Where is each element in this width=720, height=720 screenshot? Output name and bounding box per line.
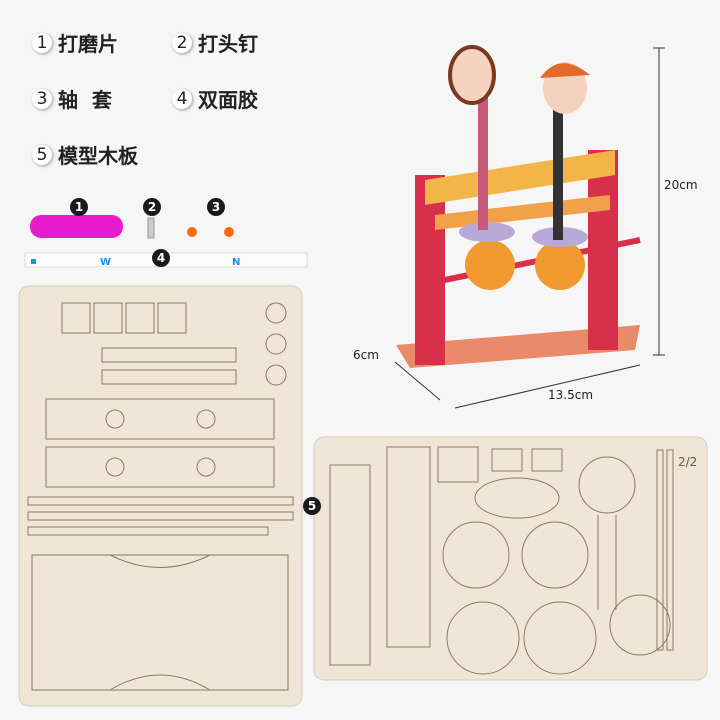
part-number: 4 xyxy=(172,88,192,109)
badge-nail: 2 xyxy=(143,198,161,216)
svg-text:▪: ▪ xyxy=(30,256,37,267)
part-label-sleeve: 3 轴 套 xyxy=(32,84,112,113)
part-name: 轴 套 xyxy=(58,88,112,112)
part-name: 双面胶 xyxy=(198,88,258,112)
sleeve xyxy=(187,227,197,237)
part-number: 5 xyxy=(32,144,52,165)
part-label-wood-board: 5 模型木板 xyxy=(32,140,138,169)
badge-wood-board: 5 xyxy=(303,497,321,515)
part-name: 打头钉 xyxy=(198,32,258,56)
part-number: 3 xyxy=(32,88,52,109)
dimension-lines xyxy=(394,47,665,409)
part-number: 2 xyxy=(172,32,192,53)
part-label-sandpaper: 1 打磨片 xyxy=(32,28,118,57)
part-name: 模型木板 xyxy=(58,144,138,168)
part-label-nail: 2 打头钉 xyxy=(172,28,258,57)
depth-dimension: 6cm xyxy=(353,348,379,362)
badge-sleeve: 3 xyxy=(207,198,225,216)
part-label-tape: 4 双面胶 xyxy=(172,84,258,113)
wood-board-1 xyxy=(18,285,303,707)
svg-text:N: N xyxy=(232,257,240,268)
badge-sandpaper: 1 xyxy=(70,198,88,216)
badge-tape: 4 xyxy=(152,249,170,267)
assembled-toy xyxy=(396,45,641,368)
board-page-number: 2/2 xyxy=(678,455,698,469)
nail xyxy=(147,217,155,239)
wood-board-2 xyxy=(313,436,708,681)
part-number: 1 xyxy=(32,32,52,53)
part-name: 打磨片 xyxy=(58,32,118,56)
height-dimension: 20cm xyxy=(664,178,698,192)
width-dimension: 13.5cm xyxy=(548,388,594,402)
svg-text:W: W xyxy=(100,257,111,268)
sleeve xyxy=(224,227,234,237)
sandpaper xyxy=(30,215,123,238)
